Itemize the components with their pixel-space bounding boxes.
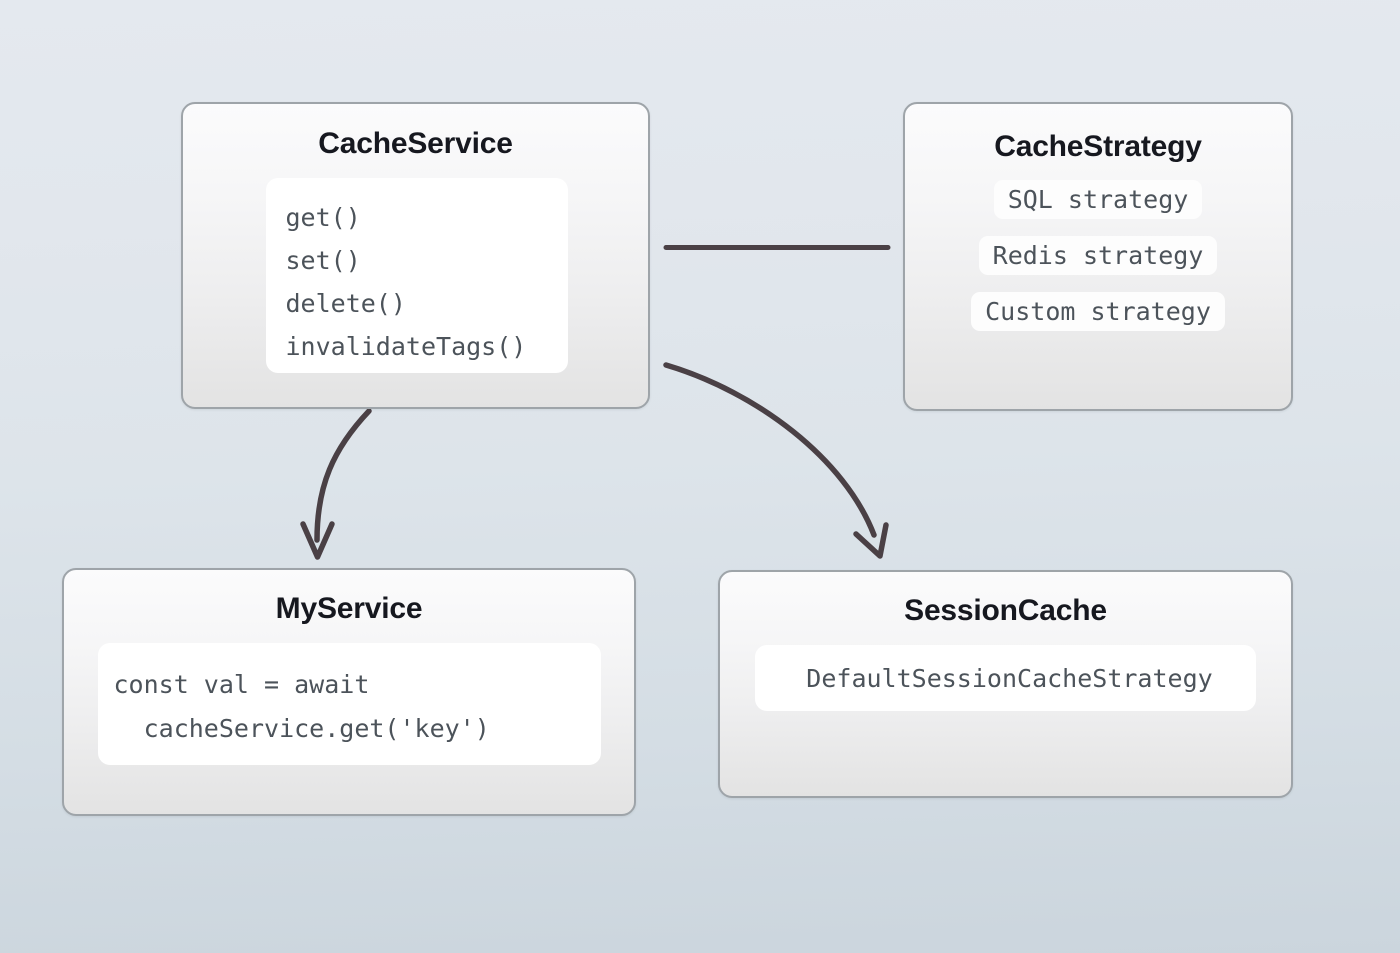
method-item: delete() bbox=[285, 289, 406, 318]
node-session-cache-strategy-panel: DefaultSessionCacheStrategy bbox=[755, 645, 1256, 711]
node-session-cache[interactable]: SessionCache DefaultSessionCacheStrategy bbox=[718, 570, 1293, 798]
method-item: set() bbox=[285, 246, 361, 275]
edge-cacheservice-to-sessioncache bbox=[663, 362, 877, 538]
node-my-service[interactable]: MyService const val = await cacheService… bbox=[62, 568, 636, 816]
strategy-chip: Custom strategy bbox=[971, 292, 1225, 331]
node-session-cache-title: SessionCache bbox=[904, 594, 1107, 627]
method-item: invalidateTags() bbox=[285, 332, 527, 361]
node-my-service-code-panel: const val = await cacheService.get('key'… bbox=[97, 643, 601, 765]
method-item: get() bbox=[285, 203, 361, 232]
node-cache-strategy-title: CacheStrategy bbox=[994, 130, 1202, 163]
node-my-service-title: MyService bbox=[275, 592, 423, 625]
edge-cacheservice-to-myservice bbox=[314, 408, 372, 543]
node-cache-service[interactable]: CacheService get() set() delete() invali… bbox=[181, 102, 650, 409]
strategy-chip: SQL strategy bbox=[993, 180, 1203, 219]
strategy-chip: Redis strategy bbox=[978, 236, 1218, 275]
code-line: cacheService.get('key') bbox=[113, 714, 490, 743]
edge-cacheservice-to-sessioncache-arrowhead bbox=[853, 522, 889, 559]
node-cache-service-title: CacheService bbox=[318, 127, 513, 160]
node-cache-service-methods-panel: get() set() delete() invalidateTags() bbox=[265, 178, 568, 373]
strategy-chip-list: SQL strategy Redis strategy Custom strat… bbox=[905, 180, 1291, 331]
code-line: const val = await bbox=[113, 670, 370, 699]
edge-cacheservice-to-myservice-arrowhead bbox=[300, 521, 335, 560]
node-cache-strategy[interactable]: CacheStrategy SQL strategy Redis strateg… bbox=[903, 102, 1293, 411]
